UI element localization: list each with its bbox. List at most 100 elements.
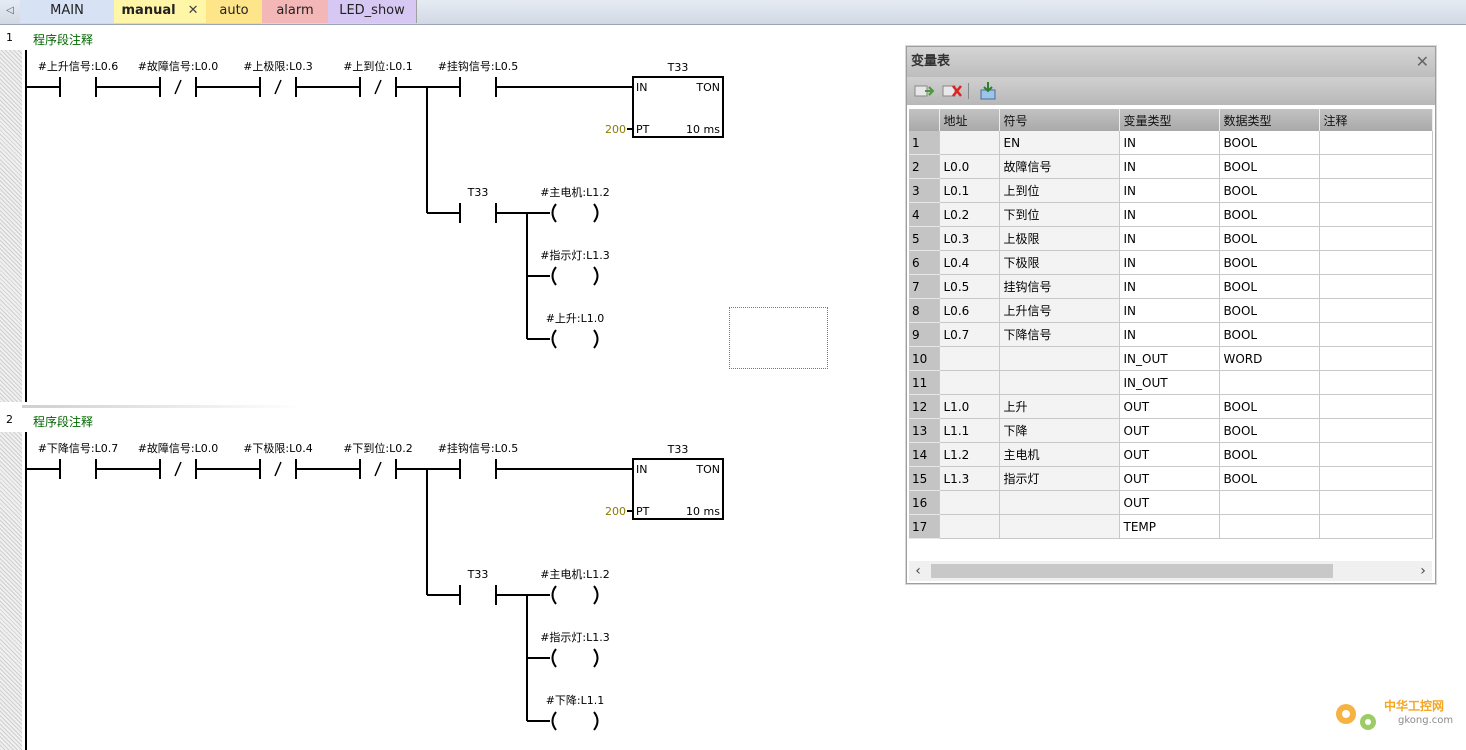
var-type-cell[interactable]: TEMP	[1119, 514, 1220, 539]
column-header-data-type[interactable]: 数据类型	[1219, 109, 1320, 131]
no-contact[interactable]: #挂钩信号:L0.5	[438, 59, 519, 97]
delete-row-icon[interactable]	[941, 81, 963, 101]
data-type-cell[interactable]: BOOL	[1219, 131, 1320, 155]
var-type-cell[interactable]: IN	[1119, 298, 1220, 323]
address-cell[interactable]	[939, 490, 1000, 515]
timer-base[interactable]: 10 ms	[686, 505, 720, 518]
address-cell[interactable]: L1.3	[939, 466, 1000, 491]
tab-auto[interactable]: auto	[206, 0, 263, 23]
comment-cell[interactable]	[1319, 274, 1433, 299]
address-cell[interactable]	[939, 346, 1000, 371]
coil[interactable]: #指示灯:L1.3	[540, 630, 610, 668]
data-type-cell[interactable]: BOOL	[1219, 250, 1320, 275]
timer-name[interactable]: T33	[667, 61, 689, 74]
coil[interactable]: #主电机:L1.2	[540, 185, 610, 223]
data-type-cell[interactable]: BOOL	[1219, 298, 1320, 323]
var-type-cell[interactable]: OUT	[1119, 490, 1220, 515]
no-contact[interactable]: #挂钩信号:L0.5	[438, 441, 519, 479]
address-cell[interactable]: L1.0	[939, 394, 1000, 419]
tab-scroll-left-icon[interactable]: ◁	[6, 5, 14, 16]
address-cell[interactable]: L1.1	[939, 418, 1000, 443]
coil[interactable]: #主电机:L1.2	[540, 567, 610, 605]
var-type-cell[interactable]: OUT	[1119, 466, 1220, 491]
symbol-cell[interactable]: 上到位	[999, 178, 1120, 203]
contact-label[interactable]: #故障信号:L0.0	[138, 441, 219, 455]
timer-preset[interactable]: 200	[605, 123, 626, 136]
data-type-cell[interactable]	[1219, 370, 1320, 395]
nc-contact[interactable]: #上极限:L0.3	[243, 59, 313, 97]
symbol-cell[interactable]: 下降	[999, 418, 1120, 443]
comment-cell[interactable]	[1319, 202, 1433, 227]
network-1-gutter[interactable]	[0, 50, 22, 402]
comment-cell[interactable]	[1319, 178, 1433, 203]
symbol-cell[interactable]: 上升信号	[999, 298, 1120, 323]
symbol-cell[interactable]	[999, 514, 1120, 539]
timer-pt-pin[interactable]: PT	[636, 505, 650, 518]
timer-pt-pin[interactable]: PT	[636, 123, 650, 136]
var-type-cell[interactable]: IN	[1119, 131, 1220, 155]
comment-cell[interactable]	[1319, 466, 1433, 491]
scrollbar-thumb[interactable]	[931, 564, 1333, 578]
contact-label[interactable]: #上极限:L0.3	[243, 59, 313, 73]
coil-label[interactable]: #上升:L1.0	[546, 312, 605, 325]
symbol-cell[interactable]: 上极限	[999, 226, 1120, 251]
data-type-cell[interactable]	[1219, 514, 1320, 539]
symbol-cell[interactable]: 下到位	[999, 202, 1120, 227]
nc-contact[interactable]: #故障信号:L0.0	[138, 59, 219, 97]
comment-cell[interactable]	[1319, 250, 1433, 275]
nc-contact[interactable]: #下极限:L0.4	[243, 441, 313, 479]
contact-label[interactable]: #挂钩信号:L0.5	[438, 441, 519, 455]
data-type-cell[interactable]: BOOL	[1219, 226, 1320, 251]
symbol-cell[interactable]: 下降信号	[999, 322, 1120, 347]
data-type-cell[interactable]: BOOL	[1219, 322, 1320, 347]
contact-label[interactable]: #上升信号:L0.6	[38, 60, 119, 73]
address-cell[interactable]: L0.1	[939, 178, 1000, 203]
address-cell[interactable]: L0.4	[939, 250, 1000, 275]
var-type-cell[interactable]: OUT	[1119, 418, 1220, 443]
close-icon[interactable]: ✕	[187, 3, 199, 18]
symbol-cell[interactable]: 下极限	[999, 250, 1120, 275]
coil-label[interactable]: #指示灯:L1.3	[540, 248, 610, 262]
contact-label[interactable]: #故障信号:L0.0	[138, 59, 219, 73]
timer-type[interactable]: TON	[695, 81, 720, 94]
contact-label[interactable]: T33	[467, 568, 489, 581]
comment-cell[interactable]	[1319, 490, 1433, 515]
coil-label[interactable]: #指示灯:L1.3	[540, 630, 610, 644]
comment-cell[interactable]	[1319, 442, 1433, 467]
coil-label[interactable]: #主电机:L1.2	[540, 567, 610, 581]
var-type-cell[interactable]: IN	[1119, 250, 1220, 275]
no-contact[interactable]: T33	[459, 186, 497, 223]
var-type-cell[interactable]: IN	[1119, 274, 1220, 299]
column-header-symbol[interactable]: 符号	[999, 109, 1120, 131]
panel-title-bar[interactable]: 变量表 ✕	[907, 47, 1435, 77]
address-cell[interactable]: L0.2	[939, 202, 1000, 227]
column-header-var-type[interactable]: 变量类型	[1119, 109, 1220, 131]
address-cell[interactable]: L0.0	[939, 154, 1000, 179]
symbol-cell[interactable]: 指示灯	[999, 466, 1120, 491]
comment-cell[interactable]	[1319, 322, 1433, 347]
comment-cell[interactable]	[1319, 226, 1433, 251]
symbol-cell[interactable]: 上升	[999, 394, 1120, 419]
data-type-cell[interactable]: BOOL	[1219, 274, 1320, 299]
data-type-cell[interactable]	[1219, 490, 1320, 515]
var-type-cell[interactable]: IN	[1119, 178, 1220, 203]
data-type-cell[interactable]: BOOL	[1219, 202, 1320, 227]
tab-alarm[interactable]: alarm	[262, 0, 329, 23]
timer-name[interactable]: T33	[667, 443, 689, 456]
var-type-cell[interactable]: IN	[1119, 226, 1220, 251]
symbol-cell[interactable]	[999, 370, 1120, 395]
var-type-cell[interactable]: OUT	[1119, 442, 1220, 467]
data-type-cell[interactable]: WORD	[1219, 346, 1320, 371]
var-type-cell[interactable]: IN	[1119, 202, 1220, 227]
coil-label[interactable]: #下降:L1.1	[546, 693, 605, 707]
